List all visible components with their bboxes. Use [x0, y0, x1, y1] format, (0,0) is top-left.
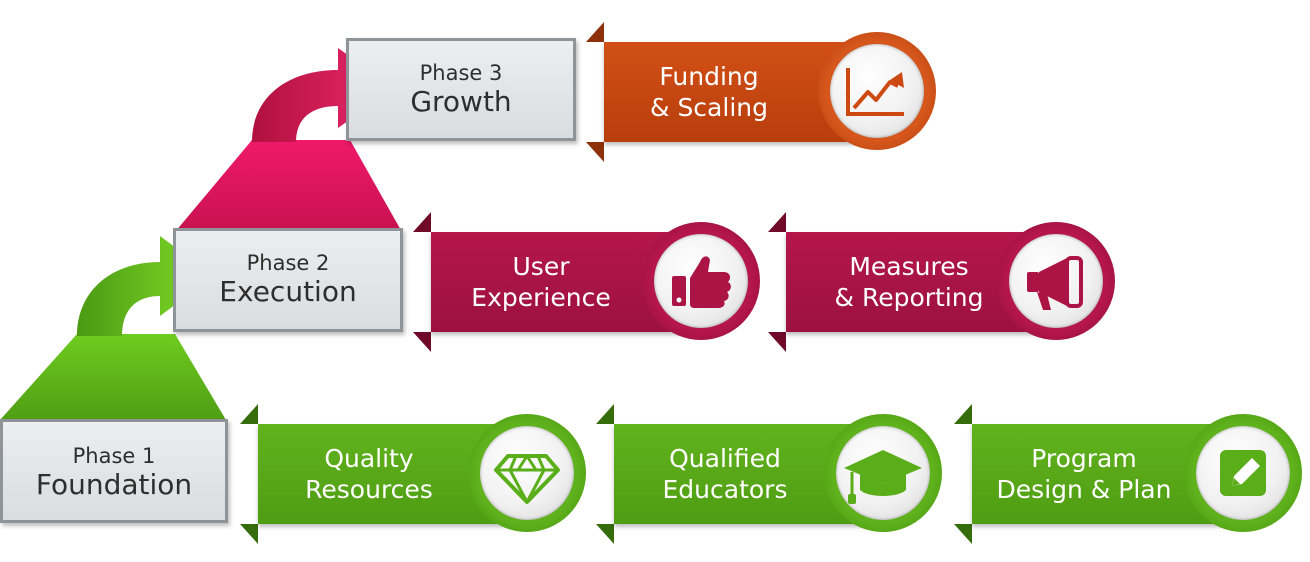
phase-3-number: Phase 3	[419, 61, 503, 85]
medal-measures	[997, 222, 1115, 340]
phase-3-step	[175, 140, 402, 232]
diamond-icon	[494, 454, 560, 504]
phase-2-step	[0, 334, 226, 420]
phase-3-name: Growth	[410, 85, 512, 118]
step-funding-label: Funding & Scaling	[650, 62, 768, 122]
phase-1-number: Phase 1	[72, 444, 156, 468]
step-user-experience-label: User Experience	[471, 252, 611, 312]
pencil-icon	[1220, 450, 1266, 496]
step-program-label: Program Design & Plan	[996, 444, 1172, 504]
phase-2-box: Phase 2 Execution	[173, 228, 403, 332]
phase-2-number: Phase 2	[246, 251, 330, 275]
phase-3-box: Phase 3 Growth	[346, 38, 576, 141]
growth-chart-icon	[846, 68, 904, 116]
megaphone-icon	[1027, 256, 1083, 310]
medal-quality	[468, 414, 586, 532]
graduation-cap-icon	[844, 450, 922, 504]
step-quality-label: Quality Resources	[305, 444, 433, 504]
medal-user-experience	[642, 222, 760, 340]
medal-funding	[818, 32, 936, 150]
step-measures-reporting: Measures & Reporting	[768, 212, 1040, 352]
step-educators-label: Qualified Educators	[662, 444, 788, 504]
step-measures-label: Measures & Reporting	[834, 252, 984, 312]
medal-educators	[824, 414, 942, 532]
phase-1-name: Foundation	[35, 468, 193, 501]
medal-program	[1184, 414, 1302, 532]
step-funding-scaling: Funding & Scaling	[586, 22, 856, 162]
phase-2-name: Execution	[219, 275, 357, 308]
thumbs-up-icon	[672, 256, 731, 308]
phase-1-box: Phase 1 Foundation	[0, 419, 228, 523]
step-user-experience: User Experience	[413, 212, 683, 352]
step-program-design: Program Design & Plan	[954, 404, 1224, 544]
